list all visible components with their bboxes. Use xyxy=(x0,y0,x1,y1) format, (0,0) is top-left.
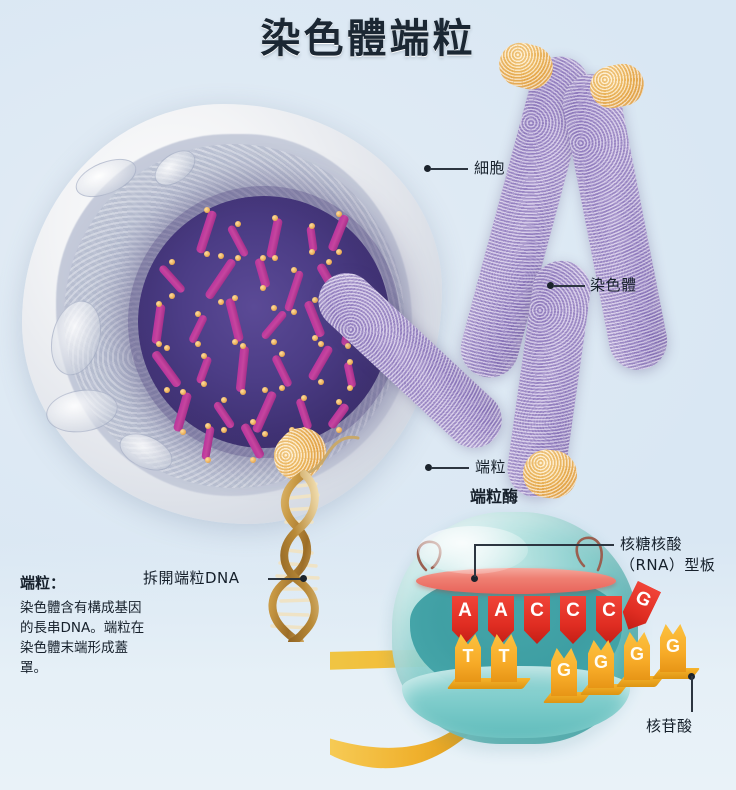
mini-telomere-tip xyxy=(249,457,256,463)
mini-telomere-tip xyxy=(205,457,211,463)
mini-telomere-tip xyxy=(163,387,170,393)
dna-nucleotide: G xyxy=(624,632,650,680)
telomere-leader-line xyxy=(431,467,469,469)
label-rna-template-line2: （RNA）型板 xyxy=(620,556,716,574)
rna-nucleotide: C xyxy=(560,596,586,644)
cell-label-anchor xyxy=(424,165,431,172)
rna-nucleotide: C xyxy=(524,596,550,644)
mini-telomere-tip xyxy=(347,385,353,391)
mini-telomere-tip xyxy=(271,215,278,221)
mini-telomere-tip xyxy=(347,359,353,365)
mini-telomere-tip xyxy=(179,389,186,395)
mini-telomere-tip xyxy=(345,343,351,349)
mini-telomere-tip xyxy=(259,255,266,261)
mini-telomere-tip xyxy=(235,255,241,261)
mini-telomere-tip xyxy=(235,221,241,227)
mini-telomere-tip xyxy=(271,339,277,345)
mini-telomere-tip xyxy=(335,249,342,255)
chromosome-leader-line xyxy=(553,285,585,287)
mini-telomere-tip xyxy=(239,343,246,349)
mini-telomere-tip xyxy=(221,427,227,433)
mini-telomere-tip xyxy=(155,341,162,347)
label-telomere: 端粒 xyxy=(475,458,507,476)
mini-telomere-tip xyxy=(249,419,256,425)
telomerase-highlight xyxy=(418,526,528,574)
mini-telomere-tip xyxy=(239,389,246,395)
rna-leader-horizontal xyxy=(474,544,614,546)
mini-telomere-tip xyxy=(325,259,332,265)
mini-telomere-tip xyxy=(317,341,324,347)
caption-title: 端粒： xyxy=(20,574,66,592)
mini-telomere-tip xyxy=(217,299,224,305)
mini-telomere-tip xyxy=(335,427,342,433)
rna-nucleotide-detached: G xyxy=(617,581,661,636)
unwind-label-anchor xyxy=(300,575,307,582)
mini-telomere-tip xyxy=(261,387,268,393)
mini-telomere-tip xyxy=(291,309,297,315)
mini-telomere-tip xyxy=(335,399,342,405)
dna-nucleotide: T xyxy=(491,634,517,682)
rna-template-band xyxy=(416,568,616,594)
caption-body: 染色體含有構成基因的長串DNA。端粒在染色體末端形成蓋罩。 xyxy=(20,600,145,676)
rna-nucleotide: C xyxy=(596,596,622,644)
label-nucleotide: 核苷酸 xyxy=(646,717,693,735)
mini-telomere-tip xyxy=(155,301,162,307)
mini-telomere-tip xyxy=(279,351,285,357)
mini-telomere-tip xyxy=(231,295,238,301)
dna-nucleotide: G xyxy=(588,640,614,688)
rna-template-anchor xyxy=(471,575,478,582)
telomere-caption: 端粒： 染色體含有構成基因的長串DNA。端粒在染色體末端形成蓋罩。 xyxy=(20,572,146,678)
mini-telomere-tip xyxy=(259,285,266,291)
mini-telomere-tip xyxy=(271,255,278,261)
cell-leader-line xyxy=(430,168,468,170)
mini-telomere-tip xyxy=(203,251,210,257)
mini-telomere-tip xyxy=(311,297,318,303)
mini-telomere-tip xyxy=(271,305,277,311)
mini-telomere-tip xyxy=(317,379,324,385)
mini-telomere-tip xyxy=(335,211,342,217)
mini-telomere-tip xyxy=(309,249,315,255)
chromosome-label-anchor xyxy=(547,282,554,289)
rna-leader-vertical xyxy=(474,545,476,577)
dna-nucleotide: G xyxy=(551,648,577,696)
telomerase-enzyme xyxy=(392,512,638,744)
page-title: 染色體端粒 xyxy=(260,16,476,62)
label-cell: 細胞 xyxy=(474,159,506,177)
mini-telomere-tip xyxy=(201,381,207,387)
label-telomerase: 端粒酶 xyxy=(470,487,519,506)
dna-nucleotide: G xyxy=(660,624,686,672)
mini-telomere-tip xyxy=(195,311,201,317)
mini-telomere-tip xyxy=(261,431,268,437)
mini-telomere-tip xyxy=(221,397,227,403)
mini-telomere-tip xyxy=(309,223,315,229)
dna-nucleotide: T xyxy=(455,634,481,682)
label-unwind-dna: 拆開端粒DNA xyxy=(143,569,240,587)
label-rna-template-line1: 核糖核酸 xyxy=(620,535,683,553)
unwind-leader-line xyxy=(268,578,304,580)
mini-telomere-tip xyxy=(205,423,211,429)
mini-telomere-tip xyxy=(301,395,307,401)
telomere-label-anchor xyxy=(425,464,432,471)
mini-telomere-tip xyxy=(169,293,175,299)
mini-telomere-tip xyxy=(279,385,285,391)
mini-telomere-tip xyxy=(195,341,201,347)
mini-telomere-tip xyxy=(311,335,318,341)
telomere-dna-helix xyxy=(268,435,360,642)
label-chromosome: 染色體 xyxy=(590,276,637,294)
mini-telomere-tip xyxy=(169,259,175,265)
mini-telomere-tip xyxy=(179,429,186,435)
mini-telomere-tip xyxy=(231,339,238,345)
mini-telomere-tip xyxy=(291,267,297,273)
nucleotide-leader-vertical xyxy=(691,676,693,712)
mini-telomere-tip xyxy=(203,207,210,213)
mini-telomere-tip xyxy=(163,345,170,351)
mini-telomere-tip xyxy=(217,253,224,259)
mini-telomere-tip xyxy=(201,353,207,359)
